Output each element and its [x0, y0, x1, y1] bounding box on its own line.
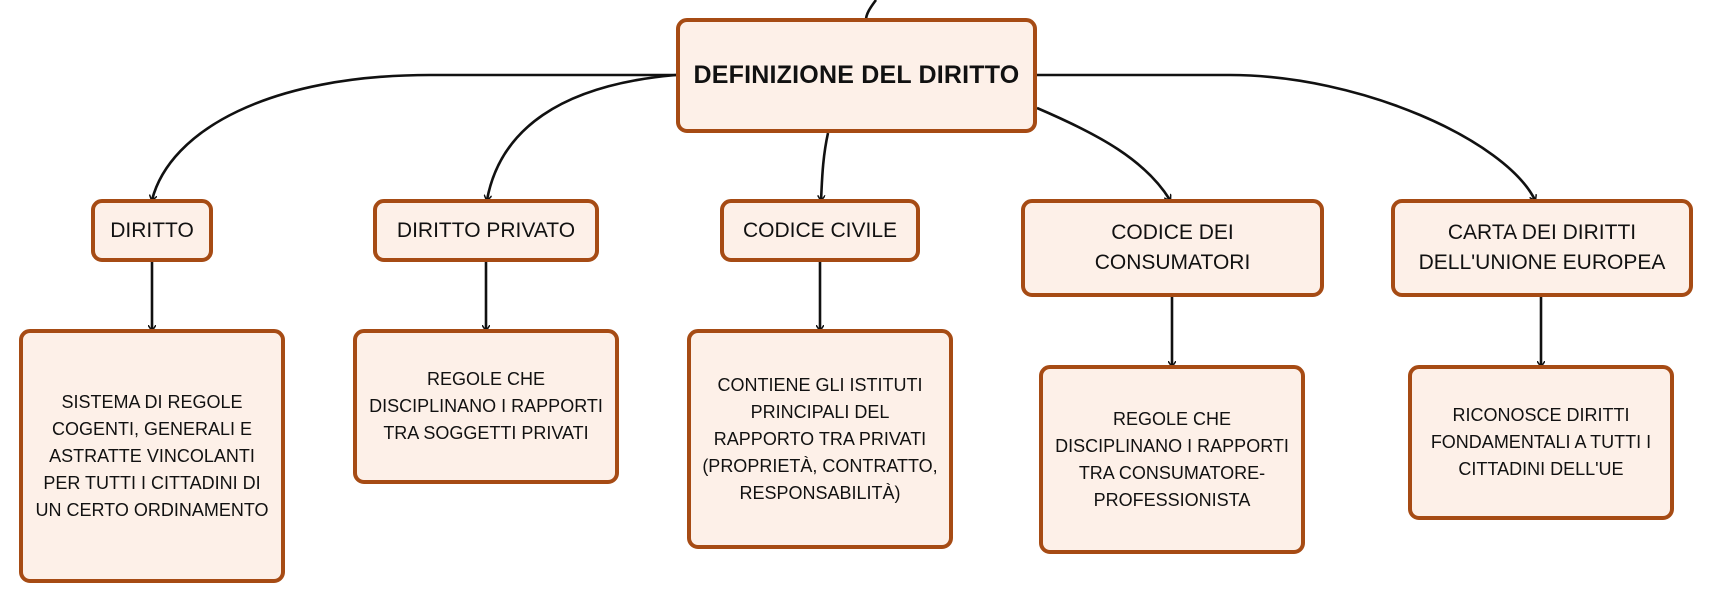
connector-root-carta-diritti-ue — [1037, 73, 1535, 200]
node-codice-consumatori-description[interactable]: REGOLE CHE DISCIPLINANO I RAPPORTI TRA C… — [1039, 365, 1305, 554]
connector-root-diritto-privato — [487, 73, 677, 200]
node-codice-civile-label: CODICE CIVILE — [742, 218, 898, 242]
connector-root-diritto — [152, 73, 676, 200]
node-carta-diritti-ue[interactable]: CARTA DEI DIRITTI DELL'UNIONE EUROPEA — [1391, 199, 1693, 297]
node-diritto-privato-description[interactable]: REGOLE CHE DISCIPLINANO I RAPPORTI TRA S… — [353, 329, 619, 484]
node-diritto-privato-description-text: REGOLE CHE DISCIPLINANO I RAPPORTI TRA S… — [369, 369, 603, 443]
node-codice-consumatori-label: CODICE DEI CONSUMATORI — [1094, 221, 1251, 274]
connector-root-codice-consumatori — [1036, 106, 1170, 200]
node-diritto-description-text: SISTEMA DI REGOLE COGENTI, GENERALI E AS… — [35, 391, 269, 520]
node-diritto[interactable]: DIRITTO — [91, 199, 213, 262]
node-carta-diritti-ue-description[interactable]: RICONOSCE DIRITTI FONDAMENTALI A TUTTI I… — [1408, 365, 1674, 520]
node-diritto-privato[interactable]: DIRITTO PRIVATO — [373, 199, 599, 262]
node-codice-civile-description-text: CONTIENE GLI ISTITUTI PRINCIPALI DEL RAP… — [702, 374, 938, 503]
node-codice-civile-description[interactable]: CONTIENE GLI ISTITUTI PRINCIPALI DEL RAP… — [687, 329, 953, 549]
node-diritto-label: DIRITTO — [110, 218, 194, 242]
incoming-connector — [864, 0, 878, 21]
root-node[interactable]: DEFINIZIONE DEL DIRITTO — [676, 18, 1037, 133]
root-node-label: DEFINIZIONE DEL DIRITTO — [693, 61, 1020, 89]
node-diritto-description[interactable]: SISTEMA DI REGOLE COGENTI, GENERALI E AS… — [19, 329, 285, 583]
node-codice-civile[interactable]: CODICE CIVILE — [720, 199, 920, 262]
node-carta-diritti-ue-description-text: RICONOSCE DIRITTI FONDAMENTALI A TUTTI I… — [1430, 405, 1652, 479]
node-codice-consumatori[interactable]: CODICE DEI CONSUMATORI — [1021, 199, 1324, 297]
node-codice-consumatori-description-text: REGOLE CHE DISCIPLINANO I RAPPORTI TRA C… — [1055, 408, 1289, 510]
connector-root-codice-civile — [821, 132, 830, 200]
node-diritto-privato-label: DIRITTO PRIVATO — [396, 218, 576, 242]
node-carta-diritti-ue-label: CARTA DEI DIRITTI DELL'UNIONE EUROPEA — [1418, 221, 1666, 274]
